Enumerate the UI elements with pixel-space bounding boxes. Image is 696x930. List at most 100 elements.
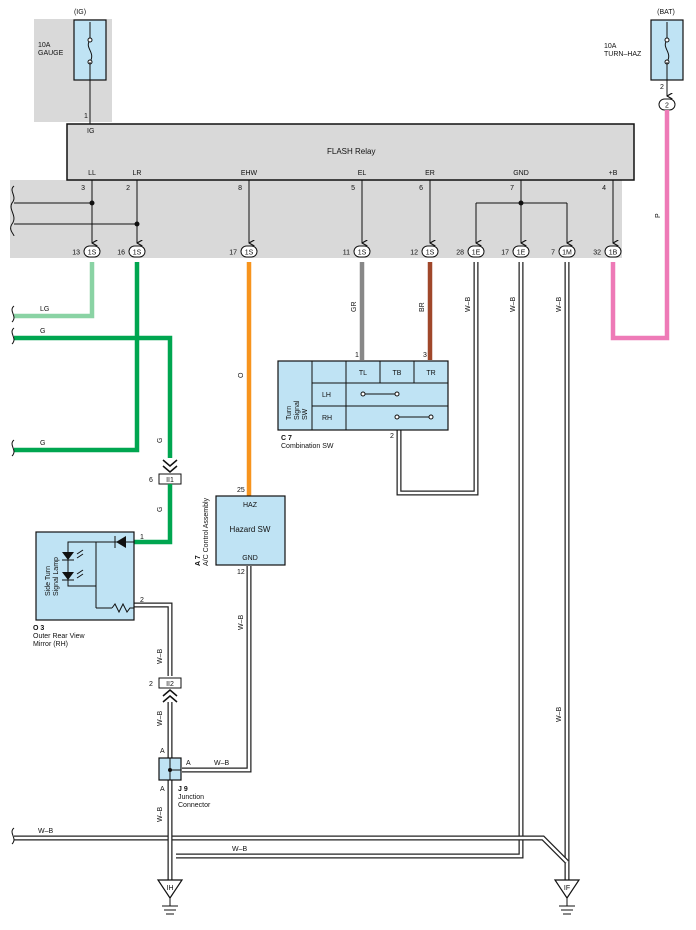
flash-relay: FLASH Relay IG LL31S13LR21S16EHW81S17EL5… [66, 123, 635, 258]
wire-wb-7-lower-label: W–B [556, 707, 563, 723]
relay-connector-code: 1S [426, 250, 435, 257]
ground-ih: IH [156, 879, 184, 915]
connector-ii1-code: II1 [166, 477, 174, 484]
wire-wb-28-label: W–B [465, 297, 472, 313]
junction-name-1: Junction [178, 794, 204, 801]
combination-sw-code: C 7 [281, 435, 292, 442]
relay-connector-num: 32 [593, 250, 601, 257]
bat-fuse-source: (BAT) [657, 9, 675, 16]
relay-shaded-area [10, 180, 622, 258]
wire-p-label: P [655, 213, 662, 218]
ig-fuse-name: GAUGE [38, 50, 64, 57]
extra-connector-code: 1E [472, 250, 481, 257]
relay-terminal-pin: 5 [351, 185, 355, 192]
bat-fuse-connector: 2 [665, 103, 669, 110]
relay-connector-num: 13 [72, 250, 80, 257]
combination-sw-side-1: Turn [286, 406, 293, 420]
ig-fuse-pin: 1 [84, 113, 88, 120]
combination-sw-name: Combination SW [281, 443, 334, 450]
mirror-lamp-label-1: Side Turn [45, 566, 52, 596]
junction-a-right: A [186, 760, 191, 767]
bat-fuse-rating: 10A [604, 43, 617, 50]
mirror-pin-1: 1 [140, 534, 144, 541]
connector-ii2-code: II2 [166, 681, 174, 688]
combination-sw-header-tr: TR [426, 370, 435, 377]
relay-connector: 1S 11 [343, 245, 371, 258]
combination-sw-row-lh: LH [322, 392, 331, 399]
wb-wires [14, 262, 570, 880]
connector-ii1: II1 6 [149, 459, 182, 485]
flash-relay-ig-label: IG [87, 128, 94, 135]
relay-terminal-pin: 4 [602, 185, 606, 192]
bat-fuse-name: TURN–HAZ [604, 51, 642, 58]
relay-connector-code: 1B [609, 250, 618, 257]
combination-sw-header-tl: TL [359, 370, 367, 377]
bat-fuse: (BAT) 10A TURN–HAZ 2 2 [604, 9, 684, 111]
wire-g-down-label: G [157, 507, 164, 512]
wire-g2-label: G [40, 440, 45, 447]
wire-wb-17-label: W–B [510, 297, 517, 313]
relay-terminal-name: LL [88, 170, 96, 177]
extra-connector-code: 1M [562, 250, 572, 257]
wire-wb-junction-label: W–B [214, 760, 230, 767]
relay-connector: 1E 17 [501, 245, 530, 258]
ac-control-name: A/C Control Assembly [203, 497, 210, 566]
relay-connector-num: 11 [343, 250, 350, 257]
combination-sw-pin-tr: 3 [423, 352, 427, 359]
hazard-switch: HAZ Hazard SW GND 25 12 A 7 A/C Control … [195, 487, 286, 576]
relay-terminal-name: +B [609, 170, 618, 177]
relay-connector-code: 1S [358, 250, 367, 257]
combination-sw-header-tb: TB [393, 370, 402, 377]
gnd-branch [475, 200, 568, 240]
combination-sw-side-2: Signal [294, 400, 301, 420]
junction-a-top: A [160, 748, 165, 755]
wire-br-label: BR [419, 302, 426, 312]
wire-g-upper [14, 335, 173, 458]
hazard-sw-pin-gnd: 12 [237, 569, 245, 576]
relay-terminal-pin: 3 [81, 185, 85, 192]
mirror-pin-2: 2 [140, 597, 144, 604]
combination-sw-pin-out: 2 [390, 433, 394, 440]
junction-name-2: Connector [178, 802, 211, 809]
relay-terminal-pin: 7 [510, 185, 514, 192]
relay-terminal-pin: 8 [238, 185, 242, 192]
wire-wb-j9-down-label: W–B [157, 807, 164, 823]
wire-g-up-label: G [157, 438, 164, 443]
wire-wb-left-label: W–B [38, 828, 54, 835]
relay-terminal-name: EHW [241, 170, 258, 177]
junction-a-bottom: A [160, 786, 165, 793]
ac-control-code: A 7 [195, 555, 202, 566]
wire-wb-center-label: W–B [232, 846, 248, 853]
wire-lg-label: LG [40, 306, 49, 313]
relay-connector-code: 1E [517, 250, 526, 257]
mirror-code: O 3 [33, 625, 44, 632]
wire-gr-label: GR [351, 302, 358, 313]
relay-terminals: LL31S13LR21S16EHW81S17EL51S11ER61S12GND7… [72, 170, 622, 258]
wire-wb-mirror-lower-label: W–B [157, 711, 164, 727]
relay-terminal-name: EL [358, 170, 367, 177]
hazard-sw-haz: HAZ [243, 502, 258, 509]
hazard-sw-title: Hazard SW [230, 525, 271, 534]
mirror-name-1: Outer Rear View [33, 633, 86, 640]
combination-switch: TL TB TR LH RH Turn Signal SW 1 3 2 C 7 … [277, 352, 449, 450]
ground-ih-label: IH [167, 885, 174, 892]
relay-connector-num: 17 [501, 250, 509, 257]
wire-lg [14, 262, 95, 319]
hazard-sw-pin-haz: 25 [237, 487, 245, 494]
relay-connector-num: 17 [229, 250, 237, 257]
relay-terminal-name: GND [513, 170, 529, 177]
wire-g-lower [14, 262, 140, 453]
relay-terminal-name: ER [425, 170, 435, 177]
ig-fuse: (IG) 10A GAUGE 1 [38, 9, 107, 124]
mirror-lamp-label-2: Signal Lamp [53, 557, 60, 596]
wire-g1-label: G [40, 328, 45, 335]
extra-connector-num: 28 [456, 250, 464, 257]
bat-fuse-pin: 2 [660, 84, 664, 91]
combination-sw-row-rh: RH [322, 415, 332, 422]
hazard-sw-gnd: GND [242, 555, 258, 562]
wire-wb-hazard-label: W–B [238, 615, 245, 631]
